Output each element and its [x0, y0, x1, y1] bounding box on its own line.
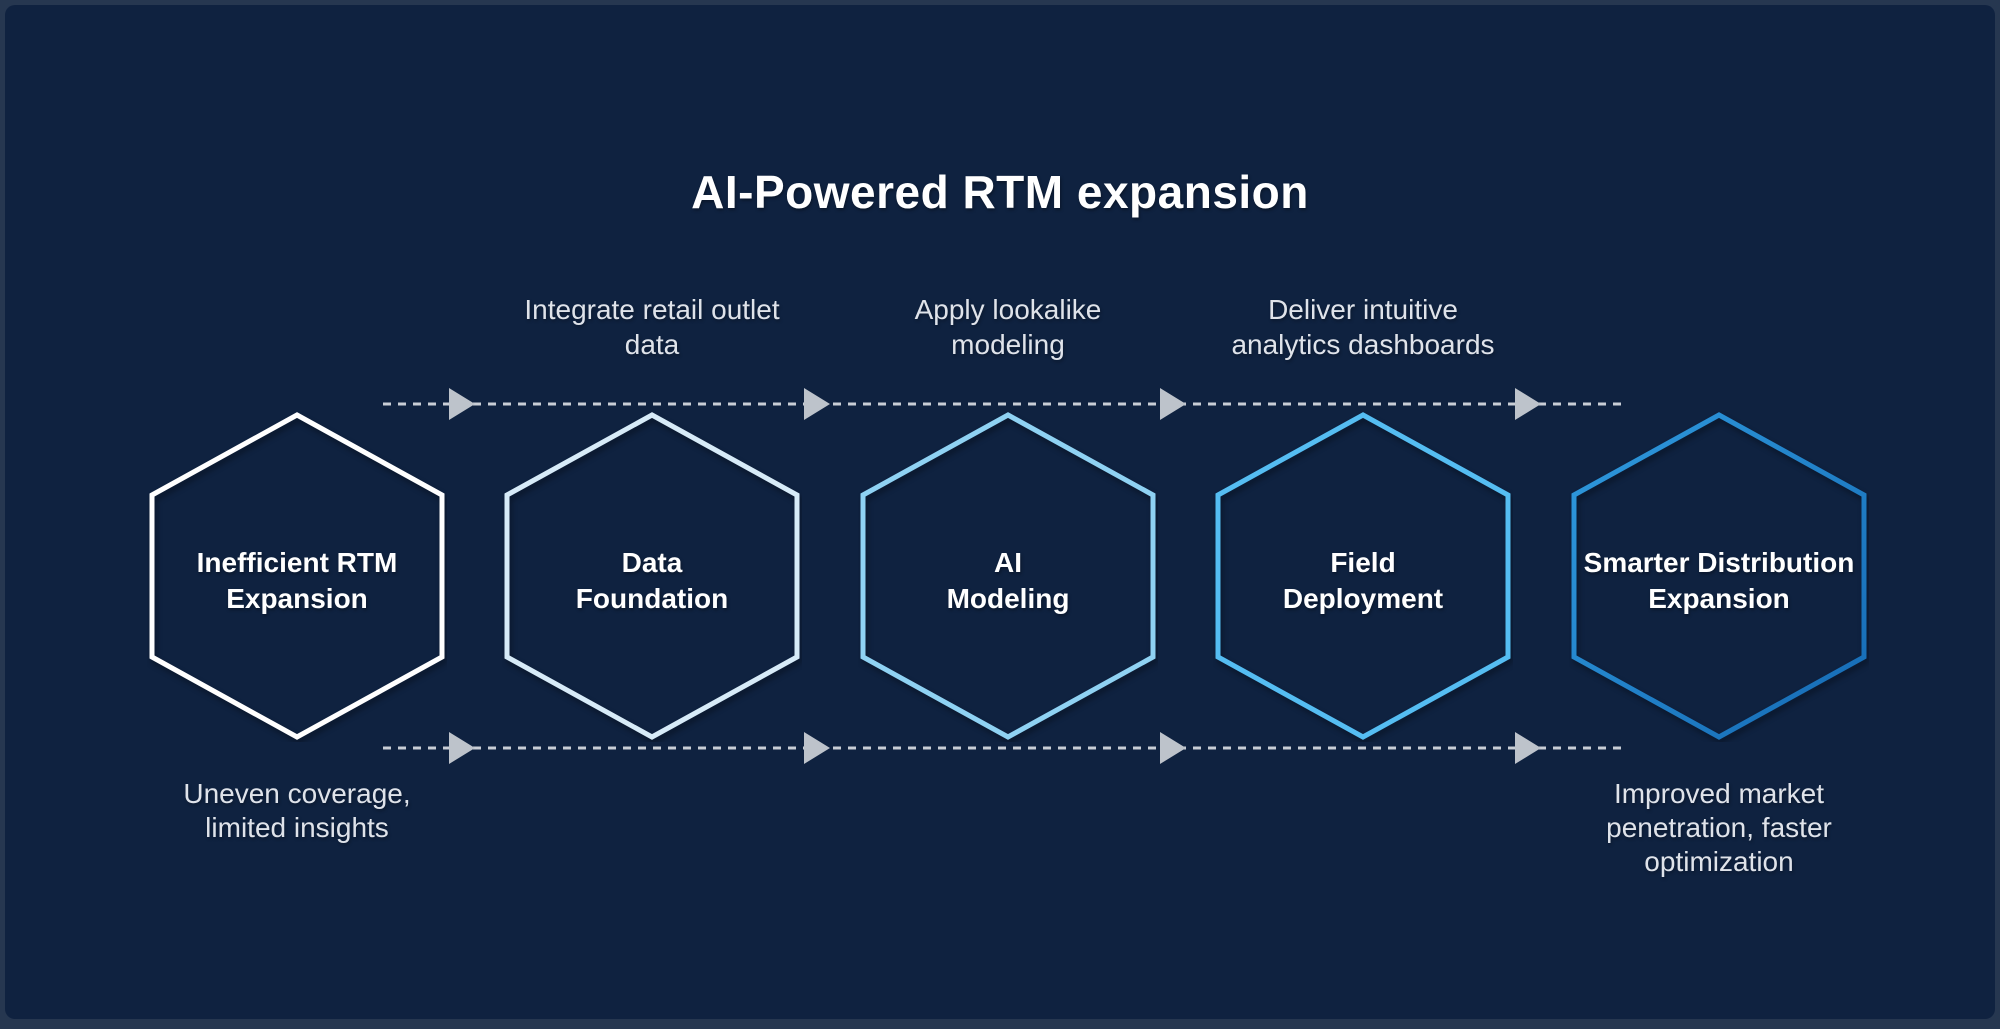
- end-state-note: Improved market penetration, faster opti…: [1606, 778, 1832, 877]
- stage-name-ai-modeling: AI Modeling: [946, 547, 1070, 614]
- hexagon-outline: [860, 412, 1156, 740]
- hexagon-shape: [1215, 412, 1511, 740]
- arrowhead-icon: [449, 388, 475, 420]
- hexagon-outline: [1571, 412, 1867, 740]
- hexagon-shape: [149, 412, 445, 740]
- stage-hexagon-smarter-distribution: [1569, 410, 1869, 742]
- hexagon-shape: [860, 412, 1156, 740]
- hexagon-shape: [504, 412, 800, 740]
- step-label-data-foundation: Integrate retail outlet data: [524, 294, 780, 360]
- arrowhead-icon: [449, 732, 475, 764]
- slide-background: AI-Powered RTM expansion Integrate retai…: [5, 5, 1995, 1019]
- hexagon-outline: [1215, 412, 1511, 740]
- arrowhead-icon: [804, 388, 830, 420]
- stage-hexagon-data-foundation: [502, 410, 802, 742]
- diagram-title: AI-Powered RTM expansion: [691, 166, 1309, 218]
- stage-name-data-foundation: Data Foundation: [575, 547, 729, 614]
- step-label-ai-modeling: Apply lookalike modeling: [914, 294, 1102, 360]
- stage-hexagon-ai-modeling: [858, 410, 1158, 742]
- step-label-field-deployment: Deliver intuitive analytics dashboards: [1231, 294, 1495, 360]
- hexagon-outline: [149, 412, 445, 740]
- arrowhead-icon: [1515, 388, 1541, 420]
- stage-name-smarter-distribution: Smarter Distribution Expansion: [1583, 547, 1855, 614]
- hexagon-outline: [504, 412, 800, 740]
- stage-hexagon-inefficient-rtm: [147, 410, 447, 742]
- hexagon-shape: [1571, 412, 1867, 740]
- arrowhead-icon: [1160, 732, 1186, 764]
- stage-name-field-deployment: Field Deployment: [1282, 547, 1444, 614]
- stage-hexagon-field-deployment: [1213, 410, 1513, 742]
- arrowhead-icon: [1160, 388, 1186, 420]
- arrowhead-icon: [804, 732, 830, 764]
- arrowhead-icon: [1515, 732, 1541, 764]
- stage-name-inefficient-rtm: Inefficient RTM Expansion: [196, 547, 398, 614]
- start-state-note: Uneven coverage, limited insights: [183, 778, 411, 843]
